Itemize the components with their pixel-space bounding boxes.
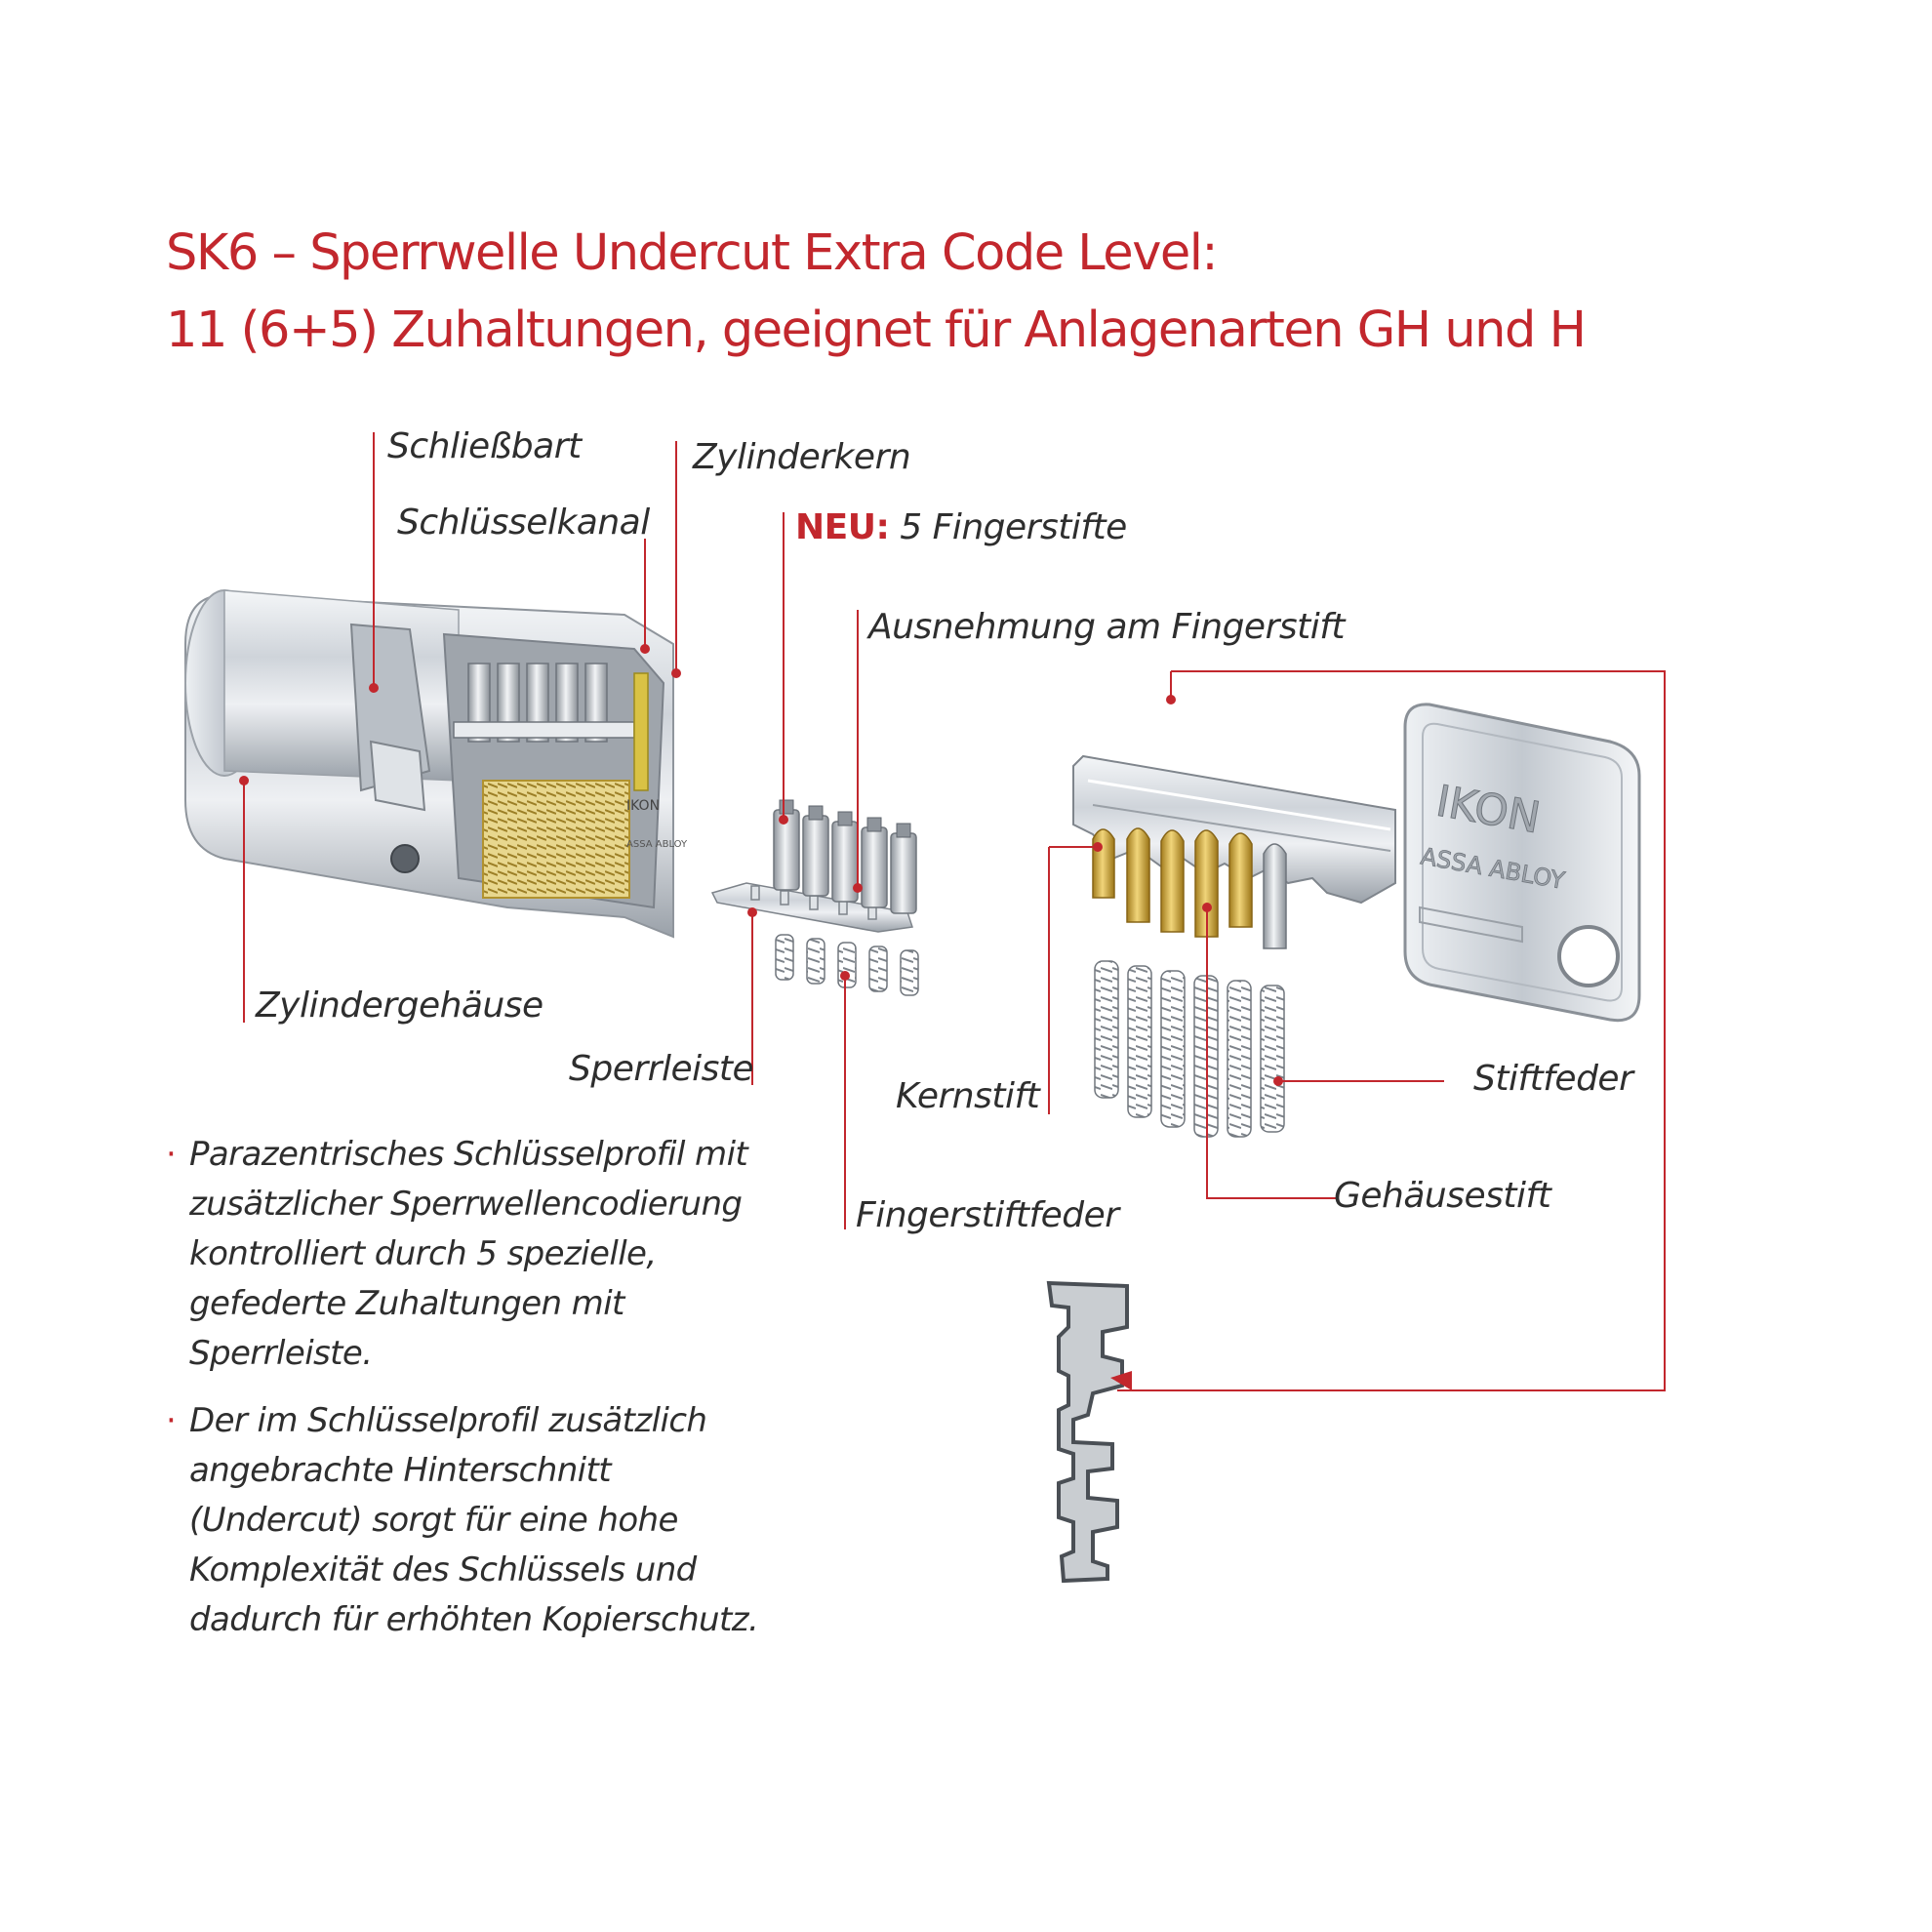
label-gehaeusestift: Gehäusestift bbox=[1334, 1176, 1551, 1216]
label-ausnehmung: Ausnehmung am Fingerstift bbox=[868, 607, 1346, 647]
label-sperrleiste: Sperrleiste bbox=[569, 1049, 754, 1089]
leader-line-dots bbox=[239, 644, 1283, 1086]
feature-list: · Parazentrisches Schlüsselprofil mit zu… bbox=[166, 1130, 790, 1663]
cylinder-body: IKON ASSA ABLOY bbox=[184, 589, 688, 939]
label-neu-prefix: NEU: bbox=[795, 507, 890, 547]
page-title: SK6 – Sperrwelle Undercut Extra Code Lev… bbox=[166, 215, 1825, 369]
feature-text: Parazentrisches Schlüsselprofil mit zusä… bbox=[189, 1135, 748, 1373]
label-schluesselkanal: Schlüsselkanal bbox=[397, 503, 650, 543]
feature-item: · Parazentrisches Schlüsselprofil mit zu… bbox=[166, 1130, 790, 1379]
bullet-marker: · bbox=[166, 1135, 177, 1174]
cylinder-logo-assa-abloy: ASSA ABLOY bbox=[626, 839, 688, 850]
label-zylindergehaeuse: Zylindergehäuse bbox=[256, 986, 543, 1026]
feature-item: · Der im Schlüsselprofil zusätzlich ange… bbox=[166, 1396, 790, 1645]
label-stiftfeder: Stiftfeder bbox=[1473, 1059, 1633, 1099]
title-line-2: 11 (6+5) Zuhaltungen, geeignet für Anlag… bbox=[166, 302, 1587, 359]
label-neu-fingerstifte: NEU: 5 Fingerstifte bbox=[795, 507, 1127, 547]
key: IKON ASSA ABLOY bbox=[1072, 703, 1641, 1138]
feature-text: Der im Schlüsselprofil zusätzlich angebr… bbox=[189, 1401, 759, 1639]
label-kernstift: Kernstift bbox=[896, 1076, 1040, 1116]
finger-pin-assembly bbox=[710, 799, 919, 996]
key-profile-cross-section bbox=[1046, 1280, 1129, 1584]
undercut-arrow-head bbox=[1110, 1371, 1132, 1390]
bullet-marker: · bbox=[166, 1401, 177, 1440]
label-schliessbart: Schließbart bbox=[387, 426, 582, 466]
label-neu-text: 5 Fingerstifte bbox=[889, 507, 1127, 547]
cylinder-logo-ikon: IKON bbox=[626, 798, 660, 814]
label-zylinderkern: Zylinderkern bbox=[693, 437, 911, 477]
label-fingerstiftfeder: Fingerstiftfeder bbox=[856, 1195, 1119, 1235]
title-line-1: SK6 – Sperrwelle Undercut Extra Code Lev… bbox=[166, 224, 1219, 282]
